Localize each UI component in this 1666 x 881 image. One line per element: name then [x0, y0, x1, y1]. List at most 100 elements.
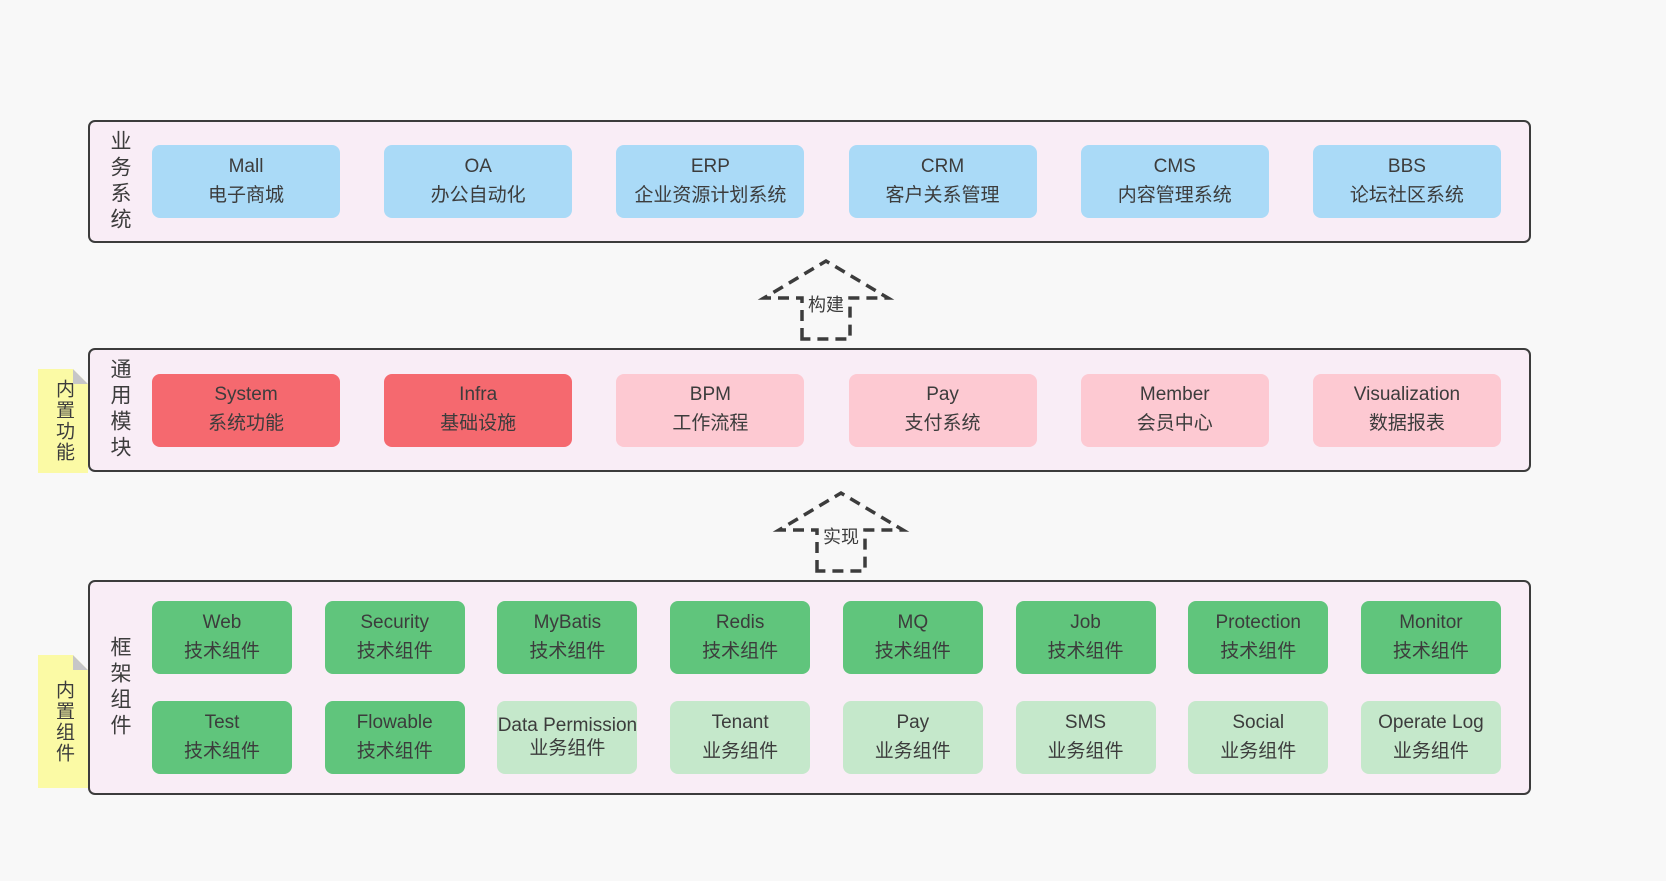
- module-title: Infra: [459, 384, 498, 406]
- module-subtitle: 工作流程: [672, 413, 749, 434]
- module-box-oa: OA 办公自动化: [384, 145, 573, 218]
- module-title: Social: [1232, 711, 1285, 733]
- module-box-pay-component: Pay 业务组件: [842, 701, 983, 774]
- module-title: Pay: [896, 711, 930, 733]
- module-subtitle: 业务组件: [1047, 740, 1124, 762]
- module-title: ERP: [690, 155, 730, 177]
- module-subtitle: 技术组件: [874, 640, 951, 662]
- band-framework-components-rows: Web 技术组件 Security 技术组件 MyBatis 技术组件 Redi…: [138, 601, 1529, 774]
- arrow-implement-label: 实现: [820, 523, 862, 549]
- module-subtitle: 会员中心: [1136, 413, 1213, 434]
- module-title: Data Permission: [497, 715, 638, 737]
- module-title: Flowable: [356, 711, 433, 733]
- module-title: Tenant: [711, 711, 769, 733]
- module-title: System: [214, 384, 278, 406]
- module-box-monitor: Monitor 技术组件: [1360, 601, 1501, 674]
- up-arrow-icon: [757, 258, 895, 341]
- module-box-test: Test 技术组件: [152, 701, 292, 774]
- module-box-web: Web 技术组件: [152, 601, 292, 674]
- module-subtitle: 技术组件: [702, 640, 779, 662]
- arrow-build-label: 构建: [805, 291, 847, 317]
- module-subtitle: 电子商城: [207, 184, 284, 206]
- module-box-infra: Infra 基础设施: [384, 373, 573, 447]
- band-framework-components: 框架组件 Web 技术组件 Security 技术组件 MyBatis 技术组件…: [88, 580, 1531, 795]
- framework-row-2: Test 技术组件 Flowable 技术组件 Data Permission …: [152, 701, 1501, 774]
- module-title: Member: [1139, 384, 1210, 406]
- module-box-security: Security 技术组件: [324, 601, 465, 674]
- module-subtitle: 业务组件: [702, 740, 779, 762]
- module-subtitle: 技术组件: [356, 740, 433, 762]
- band-common-modules: 通用模块 System 系统功能 Infra 基础设施 BPM 工作流程 Pay…: [88, 348, 1531, 472]
- arrow-implement: 实现: [771, 487, 911, 573]
- module-title: Visualization: [1353, 384, 1461, 406]
- module-title: Protection: [1215, 611, 1301, 633]
- module-subtitle: 客户关系管理: [885, 184, 1000, 206]
- up-arrow-icon: [772, 490, 910, 573]
- module-box-sms: SMS 业务组件: [1015, 701, 1156, 774]
- module-subtitle: 系统功能: [207, 413, 284, 434]
- module-subtitle: 技术组件: [183, 740, 260, 762]
- module-box-tenant: Tenant 业务组件: [670, 701, 811, 774]
- band-business-systems: 业务系统 Mall 电子商城 OA 办公自动化 ERP 企业资源计划系统 CRM…: [88, 120, 1531, 243]
- module-subtitle: 数据报表: [1368, 413, 1445, 434]
- module-box-mall: Mall 电子商城: [152, 145, 340, 218]
- module-subtitle: 技术组件: [1047, 640, 1124, 662]
- module-subtitle: 企业资源计划系统: [634, 184, 787, 206]
- module-subtitle: 技术组件: [529, 640, 606, 662]
- framework-row-1: Web 技术组件 Security 技术组件 MyBatis 技术组件 Redi…: [152, 601, 1501, 674]
- sticky-fold-corner-icon: [73, 369, 88, 384]
- band-common-modules-label: 通用模块: [108, 358, 131, 462]
- band-framework-components-label: 框架组件: [108, 635, 131, 740]
- sticky-note-builtin-components: 内置组件: [38, 655, 88, 788]
- module-title: Pay: [926, 384, 959, 406]
- module-subtitle: 基础设施: [440, 413, 517, 434]
- module-subtitle: 办公自动化: [430, 184, 526, 206]
- module-box-social: Social 业务组件: [1188, 701, 1329, 774]
- band-business-systems-label: 业务系统: [108, 129, 131, 234]
- module-title: SMS: [1064, 711, 1107, 733]
- module-box-data-permission: Data Permission 业务组件: [497, 701, 638, 774]
- module-subtitle: 业务组件: [874, 740, 951, 762]
- module-title: Job: [1070, 611, 1101, 633]
- module-subtitle: 业务组件: [1392, 740, 1469, 762]
- module-box-system: System 系统功能: [152, 373, 340, 447]
- module-subtitle: 论坛社区系统: [1349, 184, 1464, 206]
- module-title: OA: [464, 155, 492, 177]
- module-subtitle: 技术组件: [356, 640, 433, 662]
- module-box-bbs: BBS 论坛社区系统: [1312, 145, 1501, 218]
- module-box-mq: MQ 技术组件: [842, 601, 983, 674]
- module-box-mybatis: MyBatis 技术组件: [497, 601, 638, 674]
- module-title: CMS: [1153, 155, 1196, 177]
- module-subtitle: 技术组件: [1392, 640, 1469, 662]
- module-subtitle: 支付系统: [904, 413, 981, 434]
- module-subtitle: 业务组件: [529, 737, 606, 759]
- module-subtitle: 内容管理系统: [1117, 184, 1232, 206]
- band-business-systems-boxes: Mall 电子商城 OA 办公自动化 ERP 企业资源计划系统 CRM 客户关系…: [138, 145, 1529, 218]
- module-box-operate-log: Operate Log 业务组件: [1360, 701, 1501, 774]
- module-title: BPM: [689, 384, 731, 406]
- module-title: BBS: [1387, 155, 1426, 177]
- module-title: MQ: [897, 611, 929, 633]
- sticky-note-builtin-functions: 内置功能: [38, 369, 88, 473]
- module-box-job: Job 技术组件: [1015, 601, 1156, 674]
- module-box-visualization: Visualization 数据报表: [1312, 373, 1501, 447]
- module-subtitle: 业务组件: [1220, 740, 1297, 762]
- module-title: CRM: [920, 155, 965, 177]
- module-box-pay-system: Pay 支付系统: [848, 373, 1037, 447]
- module-subtitle: 技术组件: [183, 640, 260, 662]
- module-box-flowable: Flowable 技术组件: [324, 701, 465, 774]
- module-title: Mall: [228, 155, 264, 177]
- sticky-note-text: 内置组件: [53, 679, 74, 764]
- module-title: Test: [204, 711, 240, 733]
- module-title: Security: [360, 611, 430, 633]
- module-title: Operate Log: [1378, 711, 1484, 733]
- module-title: Monitor: [1399, 611, 1463, 633]
- module-title: MyBatis: [533, 611, 602, 633]
- sticky-note-text: 内置功能: [53, 379, 74, 463]
- arrow-build: 构建: [756, 255, 896, 341]
- module-box-member: Member 会员中心: [1080, 373, 1269, 447]
- module-box-crm: CRM 客户关系管理: [848, 145, 1037, 218]
- sticky-fold-corner-icon: [73, 655, 88, 670]
- module-box-redis: Redis 技术组件: [670, 601, 811, 674]
